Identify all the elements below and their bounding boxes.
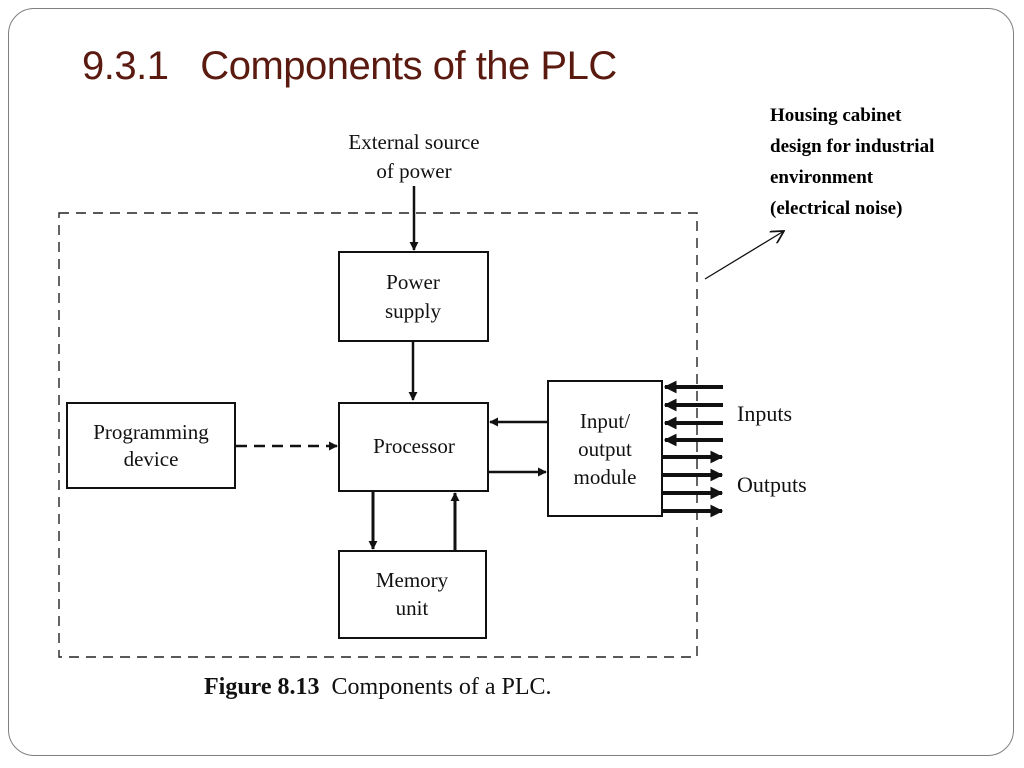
callout-line-1: Housing cabinet [770, 105, 902, 126]
power-supply-box [338, 251, 489, 342]
callout-line-3: environment [770, 167, 874, 188]
figure-caption-text: Components of a PLC. [332, 674, 552, 700]
callout-pointer-arrow [704, 231, 784, 280]
processor-box [338, 402, 489, 492]
power-supply-label-line2: supply [385, 299, 442, 323]
housing-cabinet-boundary [58, 212, 698, 658]
io-module-label-line3: module [574, 465, 637, 489]
callout-line-2: design for industrial [770, 136, 935, 157]
external-source-label-line1: External source [348, 130, 479, 154]
slide-title: 9.3.1 Components of the PLC [82, 44, 617, 88]
programming-device-label-line2: device [124, 447, 179, 471]
figure-caption-number: Figure 8.13 [204, 674, 320, 700]
io-module-label-line1: Input/ [580, 409, 630, 433]
processor-label: Processor [373, 434, 455, 458]
power-supply-label-line1: Power [386, 270, 440, 294]
figure-caption: Figure 8.13 Components of a PLC. [204, 674, 552, 700]
io-module-box [547, 380, 663, 517]
programming-device-label-line1: Programming [93, 420, 209, 444]
memory-unit-label-line2: unit [396, 596, 429, 620]
external-source-label-line2: of power [376, 159, 451, 183]
housing-callout-note: Housing cabinet design for industrial en… [770, 100, 1010, 224]
callout-line-4: (electrical noise) [770, 198, 903, 219]
slide-frame [8, 8, 1014, 756]
programming-device-box [66, 402, 236, 489]
memory-unit-box [338, 550, 487, 639]
io-module-label-line2: output [578, 437, 632, 461]
memory-unit-label-line1: Memory [376, 568, 449, 592]
inputs-label: Inputs [737, 401, 792, 426]
outputs-label: Outputs [737, 472, 807, 497]
